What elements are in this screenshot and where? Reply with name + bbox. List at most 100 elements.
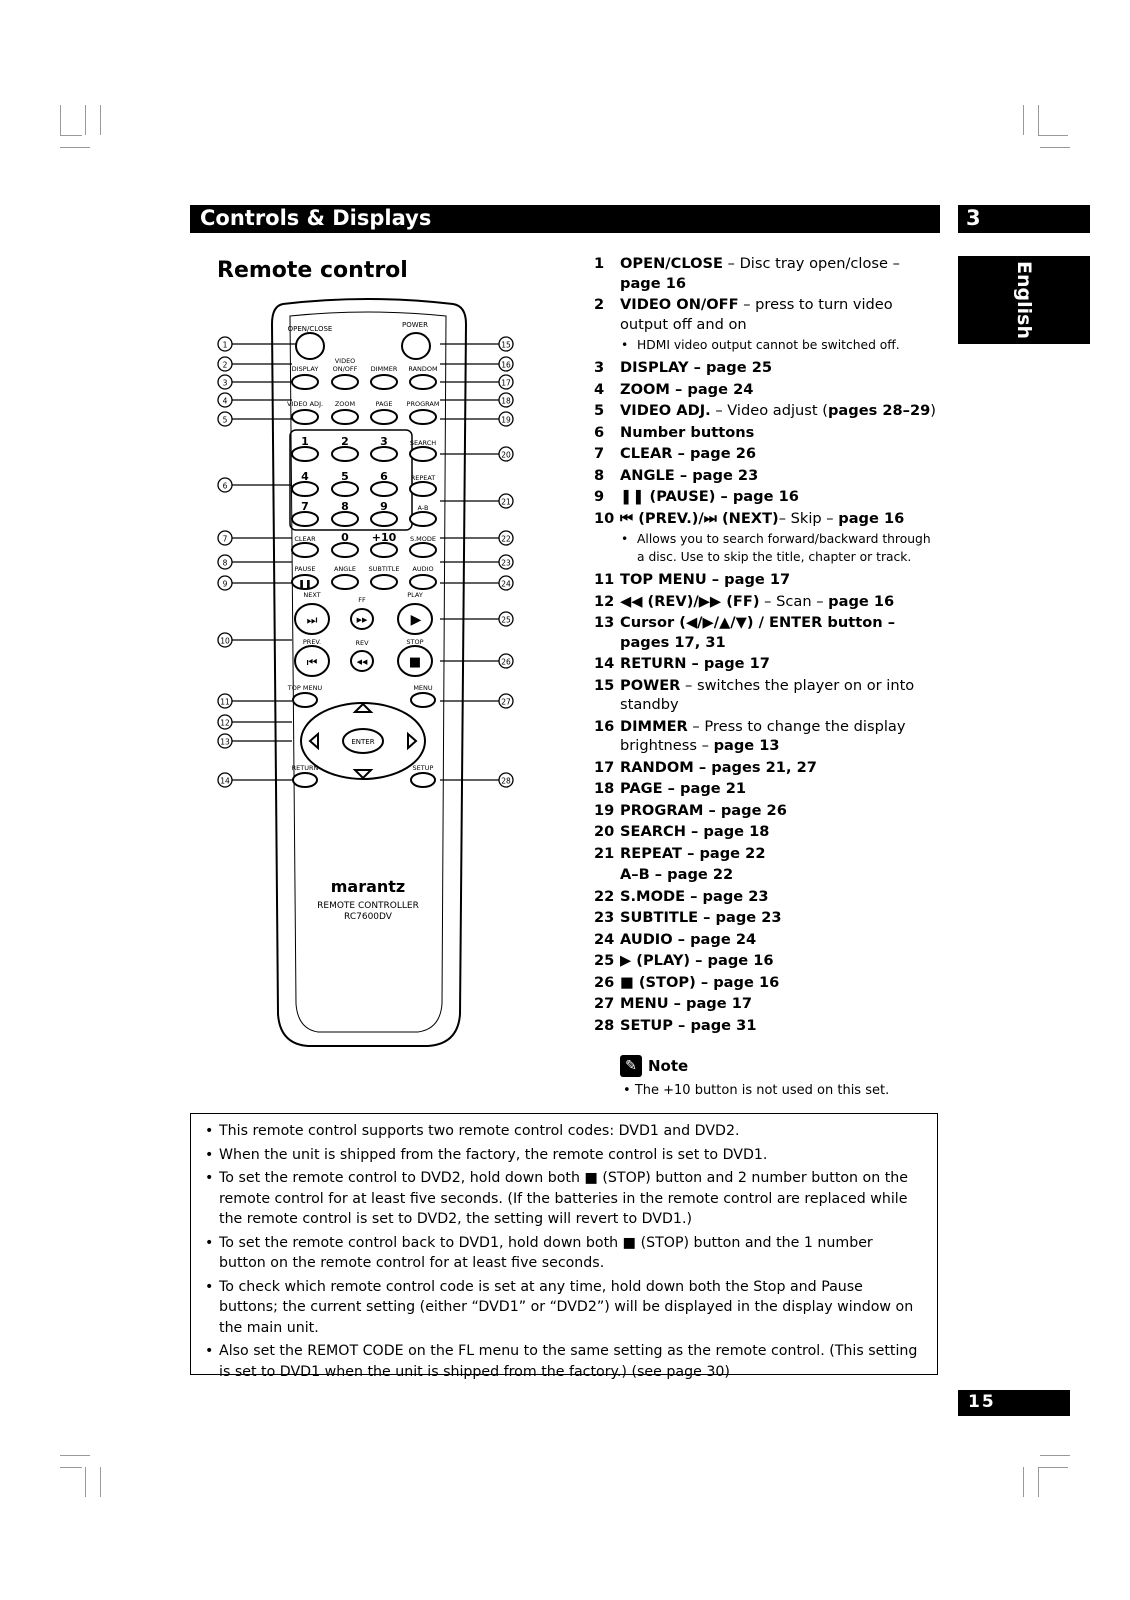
video-adj-button[interactable] [291,409,319,425]
play-button[interactable] [397,603,433,635]
info-bullet: To set the remote control back to DVD1, … [205,1233,923,1274]
crop-mark [85,1467,86,1497]
s-mode-button[interactable] [409,542,437,558]
info-bullet: Also set the REMOT CODE on the FL menu t… [205,1341,923,1382]
callout-right-19-number: 19 [501,416,511,425]
number-0-label: 0 [341,531,349,544]
callout-left-11-number: 11 [220,698,230,707]
item-number: 16 [594,717,615,735]
item-name: A–B – page 22 [620,866,734,883]
item-description: – switches the player on or into standby [620,676,915,714]
number-7-button[interactable] [291,511,319,527]
open-close-label: OPEN/CLOSE [288,325,333,333]
rev-icon: ◀◀ [357,658,368,666]
video-label: VIDEO [335,357,356,365]
number-4-button[interactable] [291,481,319,497]
item-number: 25 [594,952,615,969]
dimmer-button[interactable] [370,374,398,390]
top-menu-button[interactable] [292,692,318,708]
angle-button[interactable] [331,574,359,590]
number-3-label: 3 [380,435,388,448]
page-number: 15 [968,1392,996,1412]
callout-right-21-number: 21 [501,498,511,507]
rev-button[interactable] [350,650,374,672]
item-number: 5 [594,402,605,419]
number-3-button[interactable] [370,446,398,462]
item-number: 27 [594,995,615,1012]
info-bullet: To set the remote control to DVD2, hold … [205,1168,923,1230]
item-number: 17 [594,758,615,776]
number-5-button[interactable] [331,481,359,497]
next-button[interactable] [294,603,330,635]
callout-right-15-number: 15 [501,341,511,350]
search-label: SEARCH [410,439,436,447]
menu-button[interactable] [410,692,436,708]
ff-button[interactable] [350,608,374,630]
item-page-ref: pages 28–29 [827,402,931,419]
crop-mark [1038,1467,1068,1468]
number-2-button[interactable] [331,446,359,462]
open-close-button[interactable] [295,332,325,360]
item-name: VIDEO ON/OFF [620,296,739,313]
model-line-2: RC7600DV [344,912,393,922]
callout-right-23-number: 23 [501,559,511,568]
callout-left-1-number: 1 [223,341,228,350]
item-name: PAGE – page 21 [620,780,747,797]
item-number: 28 [594,1016,615,1034]
setup-label: SETUP [413,764,434,772]
item-number: 10 [594,509,615,527]
random-button[interactable] [409,374,437,390]
a-b-button[interactable] [409,511,437,527]
item-number: 8 [594,466,605,484]
item-name: OPEN/CLOSE [620,255,723,272]
number-1-button[interactable] [291,446,319,462]
item-description: – Disc tray open/close – [723,255,900,272]
item-number: 3 [594,359,605,376]
plus10-button[interactable] [370,542,398,558]
on-off-button[interactable] [331,374,359,390]
setup-button[interactable] [410,772,436,788]
number-0-button[interactable] [331,542,359,558]
page-button[interactable] [370,409,398,425]
chapter-number: 3 [966,206,981,230]
item-name: TOP MENU – page 17 [620,571,791,588]
item-name: AUDIO – page 24 [620,930,757,948]
item-description: – Press to change the display brightness… [620,717,906,755]
page-number-box: 15 [958,1390,1070,1416]
stop-button[interactable] [397,645,433,677]
language-tab: English [958,256,1090,344]
item-name: RANDOM – pages 21, 27 [620,758,817,776]
number-5-label: 5 [341,470,349,483]
zoom-button[interactable] [331,409,359,425]
subtitle-button[interactable] [370,574,398,590]
clear-button[interactable] [291,542,319,558]
remote-code-info-box: This remote control supports two remote … [190,1113,938,1380]
pause-button[interactable] [291,574,319,590]
program-button[interactable] [409,409,437,425]
zoom-label: ZOOM [335,400,355,408]
angle-label: ANGLE [334,565,356,573]
item-number: 15 [594,676,615,694]
number-6-label: 6 [380,470,388,483]
repeat-button[interactable] [409,481,437,497]
crop-mark [1038,105,1039,135]
prev-button[interactable] [294,645,330,677]
callout-left-4-number: 4 [223,397,228,406]
number-9-button[interactable] [370,511,398,527]
return-button[interactable] [292,772,318,788]
number-6-button[interactable] [370,481,398,497]
note-pencil-icon: ✎ [620,1055,642,1077]
item-sub-note: Allows you to search forward/backward th… [594,530,939,566]
power-button[interactable] [401,332,431,360]
number-8-button[interactable] [331,511,359,527]
search-button[interactable] [409,446,437,462]
audio-button[interactable] [409,574,437,590]
display-button[interactable] [291,374,319,390]
crop-mark [1023,105,1024,135]
random-label: RANDOM [408,365,437,373]
